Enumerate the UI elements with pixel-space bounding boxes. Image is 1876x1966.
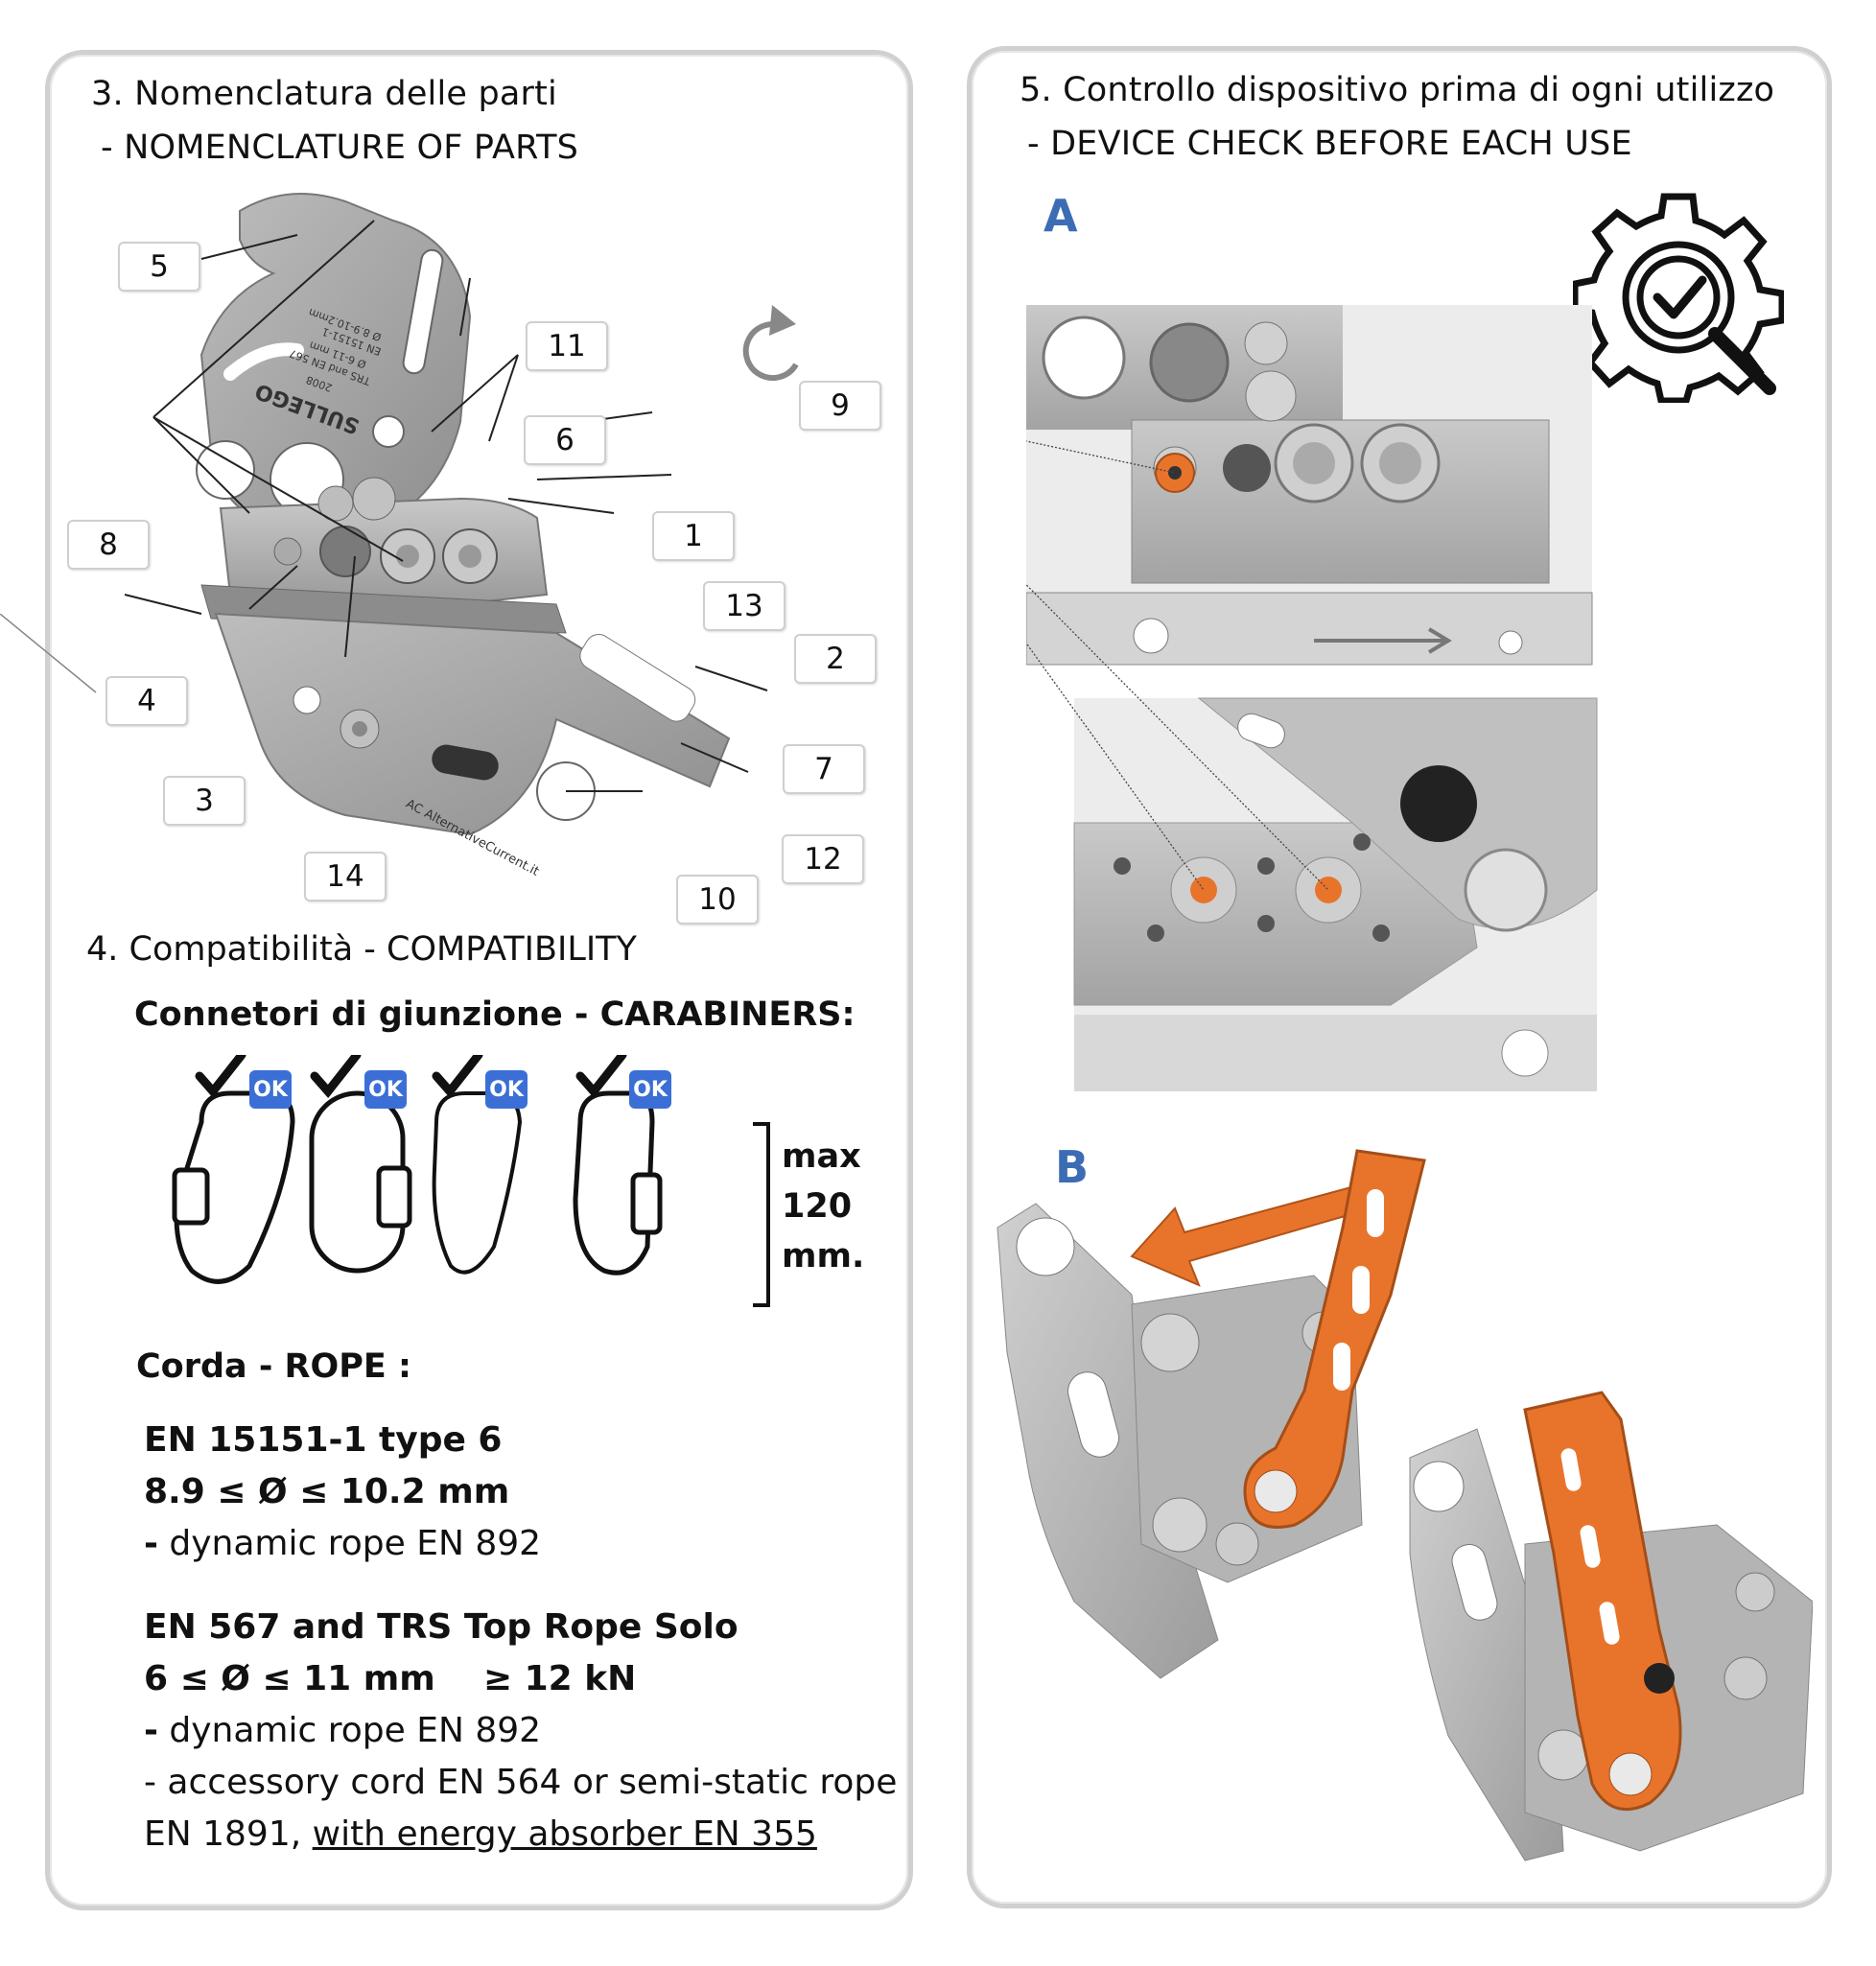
callout-8: 8 bbox=[67, 520, 150, 570]
rope2-note1-text: dynamic rope EN 892 bbox=[157, 1711, 542, 1750]
pointer-line bbox=[0, 614, 97, 693]
check-icons bbox=[195, 1055, 627, 1099]
callout-7: 7 bbox=[783, 744, 865, 794]
callout-12: 12 bbox=[782, 834, 864, 884]
rope-block-2: EN 567 and TRS Top Rope Solo 6 ≤ Ø ≤ 11 … bbox=[144, 1602, 897, 1861]
gear-check-icon bbox=[1573, 193, 1784, 403]
ok-badge-2: OK bbox=[364, 1070, 407, 1109]
callout-6: 6 bbox=[524, 415, 606, 465]
step-a-bottom-image bbox=[1073, 697, 1598, 1091]
callout-14: 14 bbox=[304, 852, 387, 901]
device-body bbox=[219, 477, 549, 606]
carabiner-wiregate-icon bbox=[432, 1091, 523, 1275]
left-panel bbox=[45, 50, 913, 1910]
max-length-label: max 120 mm. bbox=[782, 1132, 864, 1281]
step-b-device-1 bbox=[997, 1149, 1426, 1679]
rope2-note2: - accessory cord EN 564 or semi-static r… bbox=[144, 1763, 898, 1802]
rope-block-1: EN 15151-1 type 6 8.9 ≤ Ø ≤ 10.2 mm - dy… bbox=[144, 1415, 541, 1570]
rope2-diameter: 6 ≤ Ø ≤ 11 mm ≥ 12 kN bbox=[144, 1659, 637, 1698]
rope2-note3: EN 1891, with energy absorber EN 355 bbox=[144, 1809, 897, 1861]
rope1-diameter: 8.9 ≤ Ø ≤ 10.2 mm bbox=[144, 1472, 510, 1511]
carabiners-illustration bbox=[172, 1055, 663, 1284]
max-line1: max bbox=[782, 1137, 861, 1176]
section5-title-line1: 5. Controllo dispositivo prima di ogni u… bbox=[1020, 71, 1775, 109]
step-b-device-2 bbox=[1409, 1391, 1813, 1861]
rope2-note3-underlined: with energy absorber EN 355 bbox=[312, 1814, 817, 1854]
callout-5: 5 bbox=[118, 242, 200, 292]
callout-9: 9 bbox=[799, 381, 881, 431]
section5-title: 5. Controllo dispositivo prima di ogni u… bbox=[1020, 63, 1774, 171]
rope1-note-text: dynamic rope EN 892 bbox=[157, 1524, 542, 1563]
rope1-dash: - bbox=[144, 1524, 158, 1563]
orange-lever-1 bbox=[1243, 1149, 1426, 1529]
rope2-note3-plain: EN 1891, bbox=[144, 1814, 313, 1854]
carabiner-hms-icon bbox=[573, 1090, 655, 1276]
callout-2: 2 bbox=[794, 634, 877, 684]
section5-title-line2: - DEVICE CHECK BEFORE EACH USE bbox=[1027, 125, 1632, 163]
step-b-label: B bbox=[1055, 1141, 1090, 1193]
rope2-standard: EN 567 and TRS Top Rope Solo bbox=[144, 1607, 739, 1647]
max-bracket bbox=[753, 1122, 770, 1307]
orange-lever-2 bbox=[1523, 1391, 1682, 1812]
section4-title: 4. Compatibilità - COMPATIBILITY bbox=[86, 930, 637, 969]
rope2-note1: - dynamic rope EN 892 bbox=[144, 1705, 897, 1757]
rope-heading: Corda - ROPE : bbox=[136, 1347, 412, 1386]
rope1-note: - dynamic rope EN 892 bbox=[144, 1518, 541, 1570]
callout-13: 13 bbox=[703, 581, 786, 631]
ok-badge-1: OK bbox=[249, 1070, 292, 1109]
push-arrow-icon bbox=[1130, 1182, 1373, 1287]
max-line2: 120 bbox=[782, 1187, 853, 1226]
callout-3: 3 bbox=[163, 776, 246, 826]
callout-11: 11 bbox=[526, 321, 608, 371]
step-a-top-image bbox=[1026, 305, 1593, 666]
callout-4: 4 bbox=[106, 676, 188, 726]
step-a-illustration bbox=[1026, 305, 1598, 1091]
step-a-label: A bbox=[1044, 190, 1078, 242]
rope1-standard: EN 15151-1 type 6 bbox=[144, 1420, 503, 1460]
device-parts-illustration: SULLEGO 2008 TRS and EN 567 Ø 6-11 mm EN… bbox=[124, 193, 799, 879]
cam-plate: SULLEGO 2008 TRS and EN 567 Ø 6-11 mm EN… bbox=[196, 193, 472, 528]
callout-1: 1 bbox=[652, 511, 735, 561]
ok-badge-4: OK bbox=[629, 1070, 671, 1109]
carabiner-pear-icon bbox=[174, 1090, 295, 1284]
rotate-arrow-icon bbox=[742, 321, 799, 382]
section3-title-line2: - NOMENCLATURE OF PARTS bbox=[101, 129, 579, 167]
carabiners-heading: Connetori di giunzione - CARABINERS: bbox=[134, 995, 856, 1034]
max-line3: mm. bbox=[782, 1237, 865, 1276]
device-rail: AC AlternativeCurrent.it bbox=[200, 584, 731, 879]
orange-pin-left-icon bbox=[1190, 877, 1217, 903]
step-b-illustration bbox=[997, 1149, 1813, 1861]
section3-title: 3. Nomenclatura delle parti - NOMENCLATU… bbox=[91, 67, 578, 175]
rope2-dash: - bbox=[144, 1711, 158, 1750]
ok-badge-3: OK bbox=[485, 1070, 528, 1109]
section3-title-line1: 3. Nomenclatura delle parti bbox=[91, 75, 557, 113]
callout-10: 10 bbox=[676, 875, 759, 924]
